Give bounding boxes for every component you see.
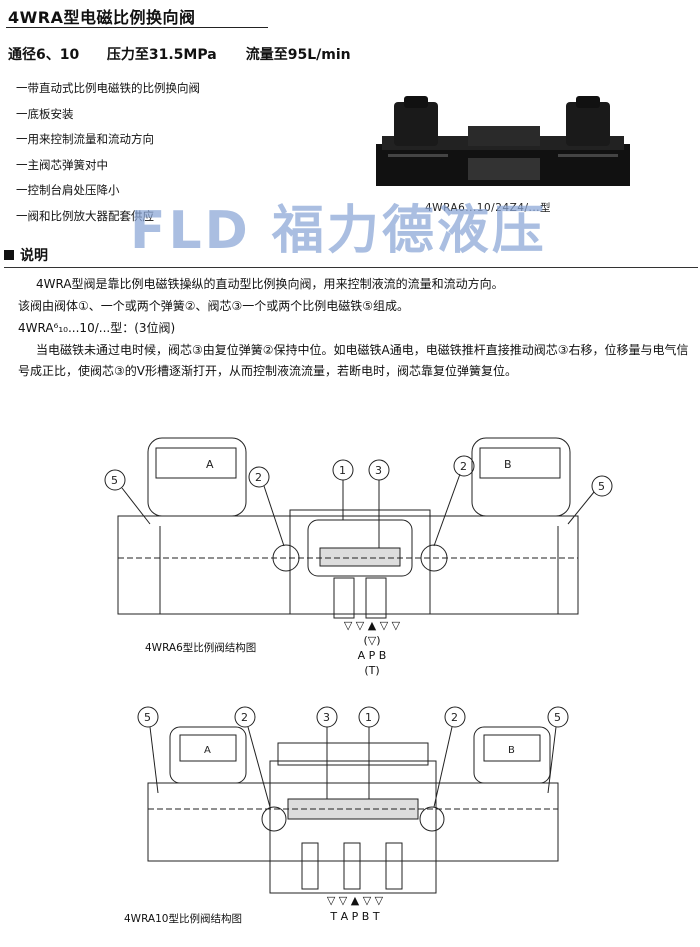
port-symbols: ▽ ▽ ▲ ▽ ▽ [343,619,401,632]
feature-item: 一阀和比例放大器配套供应 [16,208,154,223]
feature-item: 一带直动式比例电磁铁的比例换向阀 [16,81,200,95]
diagram1-caption: 4WRA6型比例阀结构图 [145,642,257,654]
paragraph: 4WRA⁶₁₀...10/...型：(3位阀) [18,321,176,335]
callout-5-right: 5 [554,711,561,724]
diagram1-ports: ▽ ▽ ▲ ▽ ▽ (▽) A P B (T) [337,618,407,678]
feature-item: 一底板安装 [16,106,74,121]
port-letters: T A P B T [330,910,380,923]
diagram1-solenoid-b: B [504,458,512,471]
title-underline [6,27,268,28]
spec-size: 通径6、10 [8,47,80,63]
feature-item: 一主阀芯弹簧对中 [16,157,108,172]
spec-line: 通径6、10 压力至31.5MPa 流量至95L/min [8,44,351,64]
4wra6-section-diagram: A B 5 2 1 3 2 5 [104,437,613,619]
callout-1: 1 [365,711,372,724]
spec-flow: 流量至95L/min [245,47,351,63]
valve-photo [376,96,630,186]
spec-pressure: 压力至31.5MPa [106,47,217,63]
paragraph: 4WRA型阀是靠比例电磁铁操纵的直动型比例换向阀，用来控制液流的流量和流动方向。 [36,277,504,291]
diagram2-caption: 4WRA10型比例阀结构图 [124,913,242,925]
diagram1-solenoid-a: A [206,458,214,471]
page-title: 4WRA型电磁比例换向阀 [8,8,196,27]
paragraph: 当电磁铁未通过电时候，阀芯③由复位弹簧②保持中位。如电磁铁A通电，电磁铁推杆直接… [18,343,689,378]
4wra10-section-diagram: A B 5 2 3 1 2 5 [137,706,569,894]
callout-2-left: 2 [241,711,248,724]
paragraph: 该阀由阀体①、一个或两个弹簧②、阀芯③一个或两个比例电磁铁⑤组成。 [18,299,410,313]
feature-list: 一带直动式比例电磁铁的比例换向阀 一底板安装 一用来控制流量和流动方向 一主阀芯… [16,76,200,230]
callout-3: 3 [375,464,382,477]
diagram2-solenoid-a: A [204,745,211,756]
callout-5-left: 5 [111,474,118,487]
callout-2-left: 2 [255,471,262,484]
callout-2-right: 2 [460,460,467,473]
port-symbol-t: (▽) [363,634,381,647]
port-letters: A P B [357,649,387,662]
feature-item: 一用来控制流量和流动方向 [16,132,154,147]
photo-caption: 4WRA6...10/24Z4/...型 [425,202,551,214]
callout-2-right: 2 [451,711,458,724]
section-divider [4,267,698,268]
watermark-logo: FLD 福力德液压 [130,201,547,261]
square-bullet-icon [4,250,14,260]
callout-3: 3 [323,711,330,724]
diagram2-solenoid-b: B [508,745,515,756]
port-t: (T) [364,664,380,677]
diagram2-ports: ▽ ▽ ▲ ▽ ▽ T A P B T [305,893,405,925]
callout-5-left: 5 [144,711,151,724]
section-heading: 说明 [4,245,48,265]
callout-5-right: 5 [598,480,605,493]
port-symbols: ▽ ▽ ▲ ▽ ▽ [326,894,384,907]
callout-1: 1 [339,464,346,477]
feature-item: 一控制台肩处压降小 [16,183,120,198]
